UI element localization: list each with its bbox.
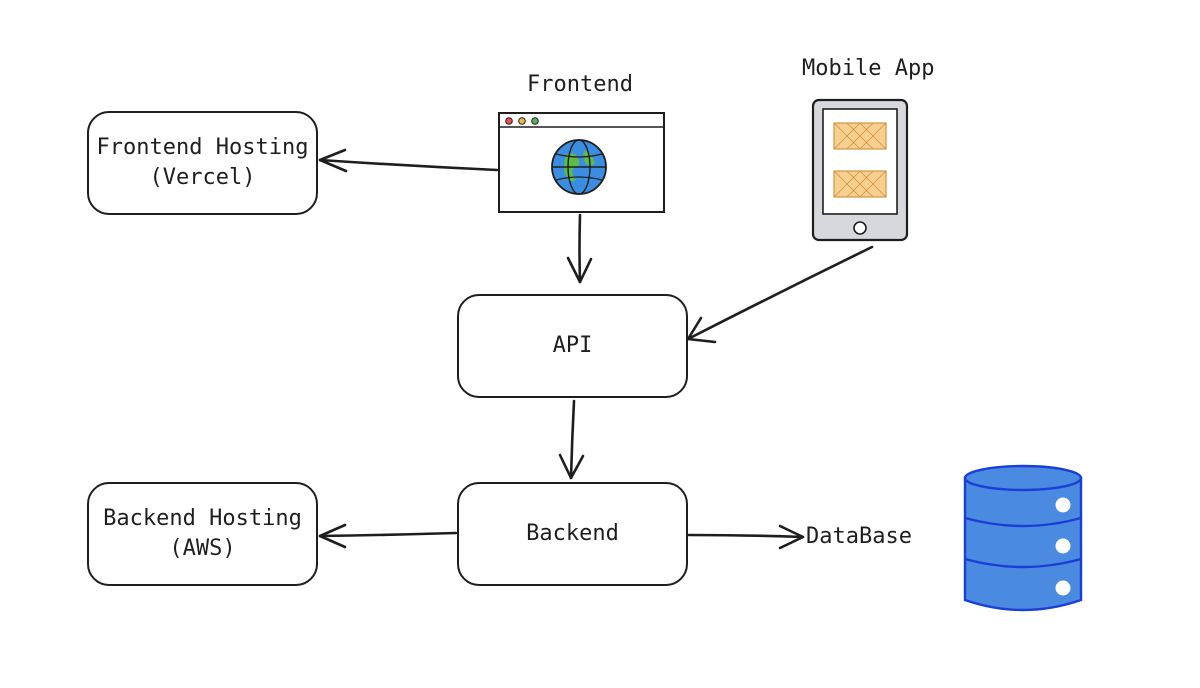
backend-label: Backend <box>526 521 619 547</box>
frontend-hosting-node[interactable]: Frontend Hosting (Vercel) <box>87 111 318 215</box>
edge-backend-to-backend-hosting <box>318 523 458 549</box>
edge-api-to-backend <box>558 399 585 480</box>
frontend-hosting-label: Frontend Hosting (Vercel) <box>96 135 309 190</box>
frontend-label: Frontend <box>527 72 633 97</box>
mobile-app-label: Mobile App <box>802 56 935 81</box>
edge-backend-to-database <box>687 524 805 550</box>
edge-frontend-to-api <box>566 213 593 284</box>
backend-hosting-node[interactable]: Backend Hosting (AWS) <box>87 482 318 586</box>
mobile-phone-icon[interactable] <box>810 97 912 245</box>
api-label: API <box>552 333 593 359</box>
backend-hosting-label: Backend Hosting (AWS) <box>103 506 302 561</box>
api-node[interactable]: API <box>457 294 688 398</box>
browser-window-globe-icon[interactable] <box>496 110 668 216</box>
edge-frontend-to-frontend-hosting <box>318 148 499 173</box>
database-label: DataBase <box>806 524 912 549</box>
database-icon[interactable] <box>960 462 1086 618</box>
backend-node[interactable]: Backend <box>457 482 688 586</box>
edge-mobile-app-to-api <box>686 245 874 344</box>
